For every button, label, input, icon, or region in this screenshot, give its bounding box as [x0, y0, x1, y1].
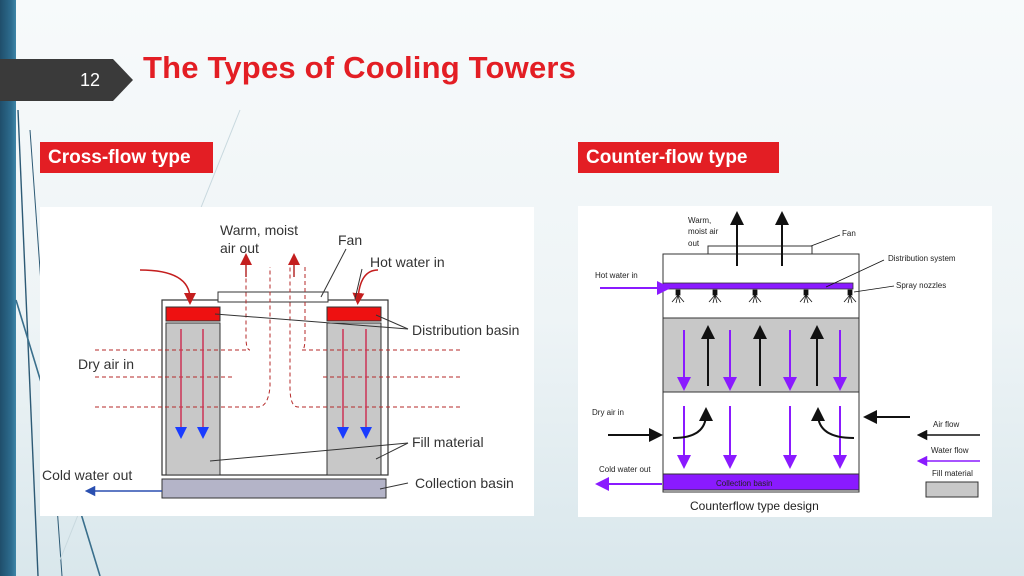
legend-air-flow-label: Air flow [933, 420, 959, 429]
fan-label: Fan [842, 229, 856, 238]
slide-number: 12 [80, 69, 101, 90]
collection-basin-label: Collection basin [716, 479, 772, 488]
deco-line-1 [17, 109, 39, 576]
distribution-basin-label: Distribution basin [412, 322, 519, 338]
spray-nozzles [671, 289, 857, 304]
distribution-basin-left [165, 306, 221, 322]
fill-material-left [165, 322, 221, 476]
counter-flow-label: Counter-flow type [578, 142, 779, 173]
warm-air-label-3: out [688, 239, 700, 248]
cross-flow-svg: Warm, moist air out Fan Hot water in Dis… [42, 222, 519, 499]
leader-lines [810, 234, 895, 293]
hot-water-arrow-left [139, 269, 196, 305]
hot-water-in-label: Hot water in [595, 271, 638, 280]
counter-flow-diagram: Warm, moist air out Fan Distribution sys… [578, 206, 992, 517]
cold-water-out-label: Cold water out [599, 465, 651, 474]
collection-basin [662, 473, 860, 491]
legend-fill-material-label: Fill material [932, 469, 973, 478]
fill-material-label: Fill material [412, 434, 484, 450]
fan-label: Fan [338, 232, 362, 248]
counter-flow-svg: Warm, moist air out Fan Distribution sys… [592, 211, 980, 513]
warm-air-label-1: Warm, [688, 216, 711, 225]
left-accent-band [0, 0, 16, 576]
distribution-pipe [662, 282, 854, 290]
rain-zone-flows [672, 406, 855, 469]
diagram-caption: Counterflow type design [690, 499, 819, 513]
fan-housing [707, 245, 813, 255]
slide-number-tab: 12 [0, 59, 133, 101]
warm-air-label-2: air out [220, 240, 259, 256]
cold-water-out-label: Cold water out [42, 467, 132, 483]
dry-air-in-label: Dry air in [78, 356, 134, 372]
cross-flow-diagram: Warm, moist air out Fan Hot water in Dis… [40, 207, 534, 516]
distribution-system-label: Distribution system [888, 254, 956, 263]
spray-nozzles-label: Spray nozzles [896, 281, 946, 290]
dry-air-flow-lines [95, 267, 460, 408]
fill-water-flow [175, 329, 372, 439]
warm-air-label-2: moist air [688, 227, 719, 236]
hot-water-arrow-right [352, 269, 379, 305]
hot-water-in-label: Hot water in [370, 254, 445, 270]
cross-flow-label: Cross-flow type [40, 142, 213, 173]
distribution-basin-right [326, 306, 382, 322]
fan-housing [217, 291, 329, 303]
fill-material-right [326, 322, 382, 476]
leader-lines [209, 248, 409, 490]
warm-air-label-1: Warm, moist [220, 222, 298, 238]
page-title: The Types of Cooling Towers [143, 50, 577, 85]
legend-water-flow-label: Water flow [931, 446, 969, 455]
dry-air-in-label: Dry air in [592, 408, 624, 417]
collection-basin-label: Collection basin [415, 475, 514, 491]
fill-section-flows [677, 325, 847, 391]
collection-basin [161, 478, 387, 499]
legend-fill-swatch [925, 481, 979, 498]
